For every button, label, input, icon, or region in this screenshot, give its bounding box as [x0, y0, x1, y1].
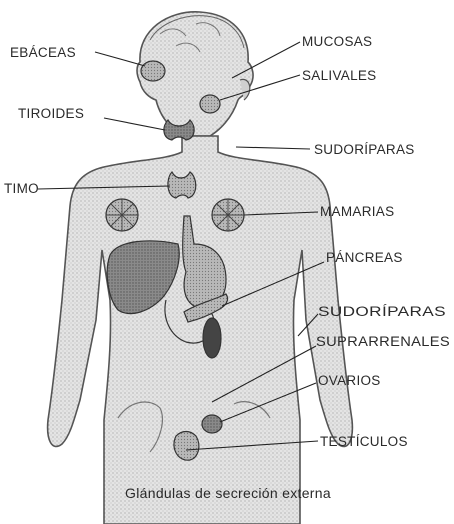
label-pancreas: PÁNCREAS — [326, 250, 403, 265]
label-suprarrenales: SUPRARRENALES — [316, 334, 450, 349]
label-mucosas: MUCOSAS — [302, 34, 372, 49]
label-timo: TIMO — [4, 181, 39, 196]
label-sudoriparas-upper: SUDORÍPARAS — [314, 142, 415, 157]
label-testiculos: TESTÍCULOS — [320, 434, 408, 449]
label-ovarios: OVARIOS — [318, 373, 381, 388]
label-mamarias: MAMARIAS — [320, 204, 394, 219]
caption: Glándulas de secreción externa — [125, 485, 331, 501]
label-sudoriparas-lower: SUDORÍPARAS — [318, 304, 446, 319]
label-tiroides: TIROIDES — [18, 106, 84, 121]
label-salivales: SALIVALES — [302, 68, 377, 83]
label-sebaceas: EBÁCEAS — [10, 45, 76, 60]
